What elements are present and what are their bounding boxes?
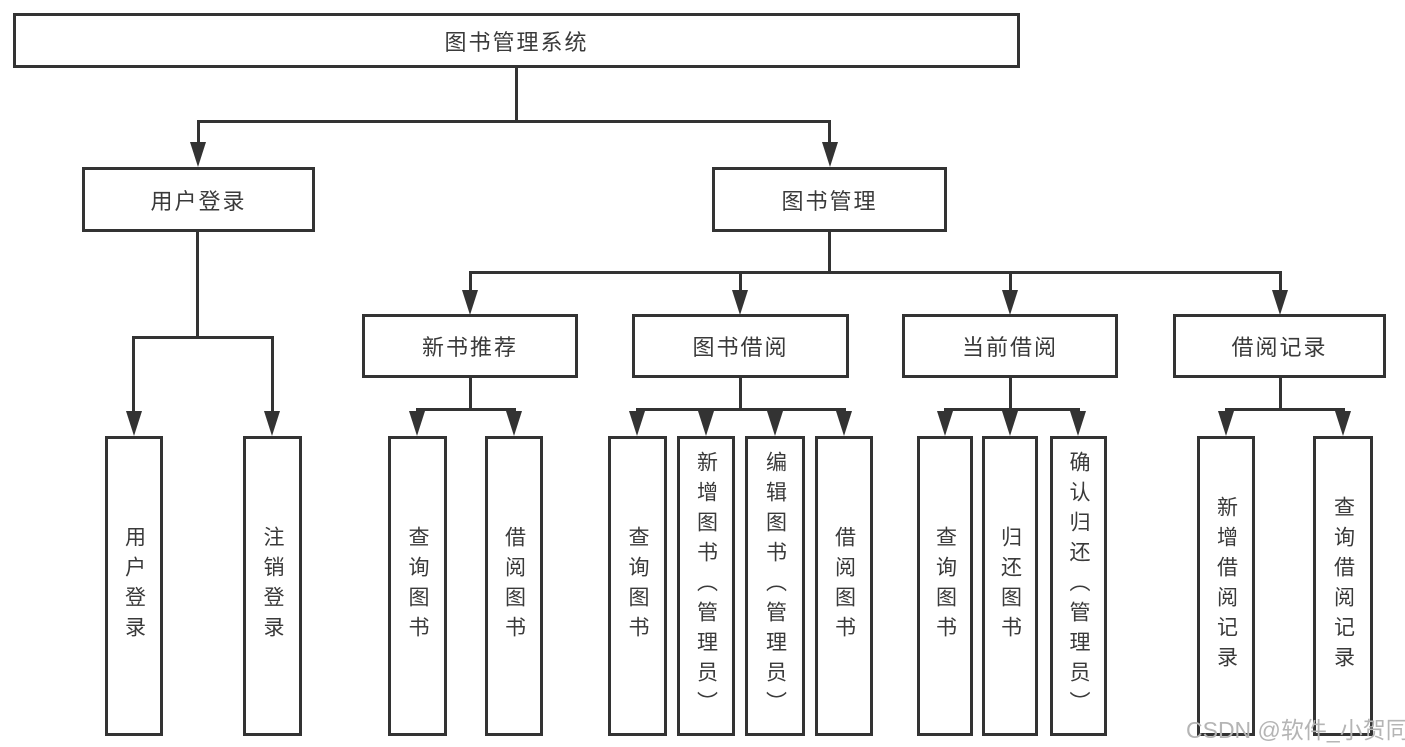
- arrow-down-icon: [1002, 411, 1018, 436]
- arrow-down-icon: [767, 411, 783, 436]
- arrow-down-icon: [462, 290, 478, 315]
- arrow-down-icon: [1272, 290, 1288, 315]
- arrow-down-icon: [822, 142, 838, 167]
- leaf-borrow-borrow: 借阅图书: [815, 436, 873, 736]
- leaf-borrow-add-admin: 新增图书（管理员）: [677, 436, 735, 736]
- connector-root-split: [197, 120, 831, 123]
- leaf-logout: 注销登录: [243, 436, 302, 736]
- connector-currentborrow-stem: [1009, 378, 1012, 411]
- arrow-down-icon: [190, 142, 206, 167]
- leaf-records-query-label: 查询借阅记录: [1331, 496, 1355, 676]
- node-current-borrow: 当前借阅: [902, 314, 1118, 378]
- arrow-down-icon: [506, 411, 522, 436]
- connector-to-bookborrow: [739, 271, 742, 292]
- leaf-current-query: 查询图书: [917, 436, 973, 736]
- leaf-borrow-add-admin-label: 新增图书（管理员）: [694, 451, 718, 721]
- leaf-user-login: 用户登录: [105, 436, 163, 736]
- connector-to-leaf-login: [132, 336, 135, 413]
- connector-records-stem: [1279, 378, 1282, 411]
- arrow-down-icon: [937, 411, 953, 436]
- connector-userlogin-split: [132, 336, 274, 339]
- arrow-down-icon: [698, 411, 714, 436]
- connector-bookmgmt-split: [469, 271, 1282, 274]
- leaf-newbooks-borrow-label: 借阅图书: [502, 526, 526, 646]
- leaf-current-query-label: 查询图书: [933, 526, 957, 646]
- leaf-current-confirm-admin-label: 确认归还（管理员）: [1067, 451, 1091, 721]
- node-borrow-records: 借阅记录: [1173, 314, 1386, 378]
- leaf-borrow-query-label: 查询图书: [626, 526, 650, 646]
- arrow-down-icon: [409, 411, 425, 436]
- leaf-current-return: 归还图书: [982, 436, 1038, 736]
- node-new-book-recommend: 新书推荐: [362, 314, 578, 378]
- leaf-borrow-borrow-label: 借阅图书: [832, 526, 856, 646]
- csdn-watermark: CSDN @软件_小贺同学: [1186, 717, 1405, 743]
- connector-bookborrow-split: [636, 408, 846, 411]
- arrow-down-icon: [1218, 411, 1234, 436]
- connector-currentborrow-split: [944, 408, 1080, 411]
- leaf-records-query: 查询借阅记录: [1313, 436, 1373, 736]
- leaf-borrow-query: 查询图书: [608, 436, 667, 736]
- arrow-down-icon: [629, 411, 645, 436]
- connector-to-book-mgmt: [828, 120, 831, 146]
- connector-newbooks-split: [416, 408, 516, 411]
- connector-records-split: [1225, 408, 1345, 411]
- leaf-borrow-edit-admin-label: 编辑图书（管理员）: [763, 451, 787, 721]
- arrow-down-icon: [1070, 411, 1086, 436]
- leaf-records-add-label: 新增借阅记录: [1214, 496, 1238, 676]
- node-root: 图书管理系统: [13, 13, 1020, 68]
- connector-root-stem: [515, 68, 518, 123]
- leaf-current-confirm-admin: 确认归还（管理员）: [1050, 436, 1107, 736]
- connector-bookmgmt-stem: [828, 232, 831, 274]
- connector-userlogin-stem: [196, 232, 199, 339]
- node-user-login: 用户登录: [82, 167, 315, 232]
- leaf-newbooks-borrow: 借阅图书: [485, 436, 543, 736]
- connector-to-records: [1279, 271, 1282, 292]
- node-book-management: 图书管理: [712, 167, 947, 232]
- connector-to-leaf-logout: [271, 336, 274, 413]
- connector-bookborrow-stem: [739, 378, 742, 411]
- node-book-borrow: 图书借阅: [632, 314, 849, 378]
- arrow-down-icon: [126, 411, 142, 436]
- leaf-current-return-label: 归还图书: [998, 526, 1022, 646]
- leaf-user-login-label: 用户登录: [122, 526, 146, 646]
- arrow-down-icon: [836, 411, 852, 436]
- leaf-records-add: 新增借阅记录: [1197, 436, 1255, 736]
- arrow-down-icon: [1002, 290, 1018, 315]
- leaf-newbooks-query-label: 查询图书: [406, 526, 430, 646]
- arrow-down-icon: [732, 290, 748, 315]
- leaf-logout-label: 注销登录: [261, 526, 285, 646]
- connector-newbooks-stem: [469, 378, 472, 411]
- connector-to-newbooks: [469, 271, 472, 292]
- arrow-down-icon: [1335, 411, 1351, 436]
- leaf-borrow-edit-admin: 编辑图书（管理员）: [745, 436, 805, 736]
- connector-to-currentborrow: [1009, 271, 1012, 292]
- arrow-down-icon: [264, 411, 280, 436]
- connector-to-user-login: [197, 120, 200, 146]
- leaf-newbooks-query: 查询图书: [388, 436, 447, 736]
